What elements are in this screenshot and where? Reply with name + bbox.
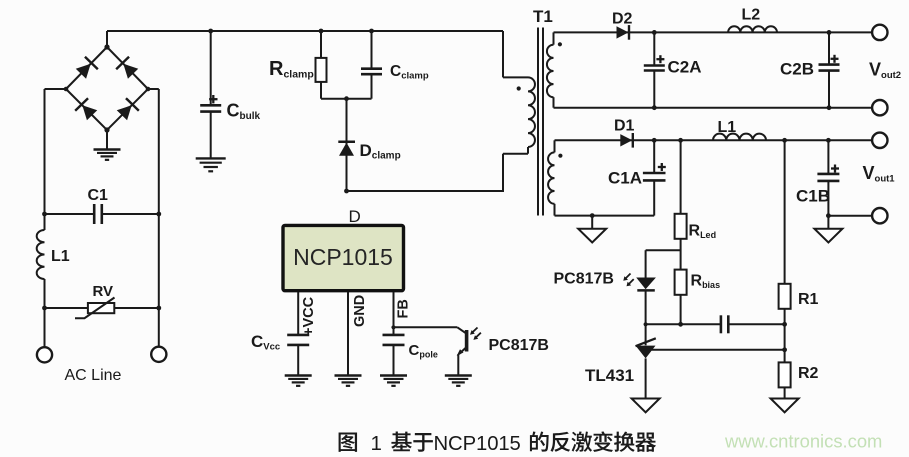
svg-text:FB: FB <box>396 299 412 318</box>
svg-text:C2B: C2B <box>780 60 814 79</box>
svg-text:L1: L1 <box>718 119 737 136</box>
svg-text:R1: R1 <box>798 291 819 308</box>
svg-text:GND: GND <box>352 295 368 327</box>
svg-text:C1: C1 <box>88 187 109 204</box>
svg-text:C1B: C1B <box>796 187 830 206</box>
svg-text:D: D <box>349 207 361 226</box>
svg-text:NCP1015: NCP1015 <box>293 244 393 270</box>
svg-text:AC Line: AC Line <box>65 367 122 384</box>
svg-text:+VCC: +VCC <box>301 296 317 336</box>
svg-text:D1: D1 <box>614 118 635 135</box>
svg-text:C2A: C2A <box>668 58 702 77</box>
svg-text:C1A: C1A <box>608 169 642 188</box>
svg-text:T1: T1 <box>533 7 553 26</box>
svg-text:RV: RV <box>93 283 114 300</box>
svg-text:NCP1015: NCP1015 <box>434 433 521 455</box>
svg-text:D2: D2 <box>612 11 633 28</box>
svg-text:www.cntronics.com: www.cntronics.com <box>724 431 882 452</box>
svg-text:R2: R2 <box>798 365 819 382</box>
svg-text:PC817B: PC817B <box>489 337 549 354</box>
svg-text:L1: L1 <box>51 248 70 265</box>
svg-text:PC817B: PC817B <box>554 271 614 288</box>
svg-text:TL431: TL431 <box>585 366 634 385</box>
svg-text:L2: L2 <box>742 7 761 24</box>
svg-text:1: 1 <box>371 432 382 455</box>
